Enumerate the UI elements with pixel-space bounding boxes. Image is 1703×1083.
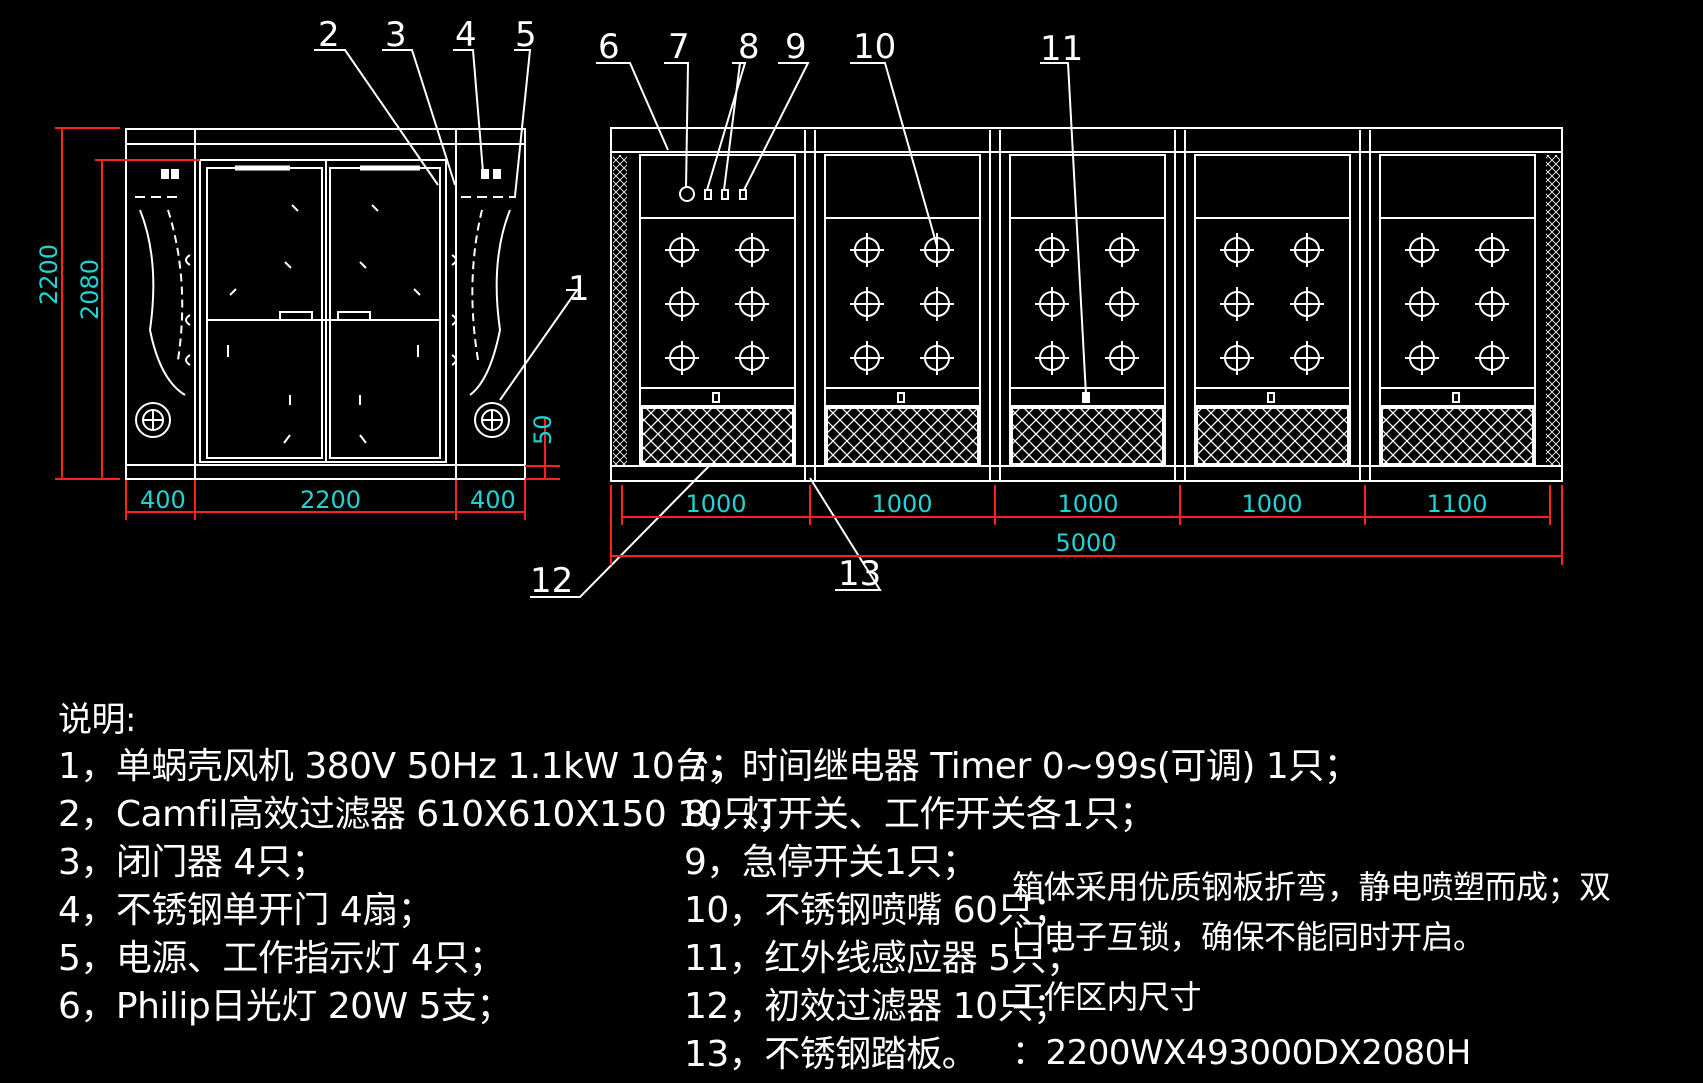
dimension-left-width: 400 [140, 486, 186, 514]
notes-title: 说明: [58, 700, 136, 740]
dimension-base-height: 50 [529, 414, 557, 445]
note-extra-3: 工作区内尺寸 [1012, 978, 1202, 1016]
callout-label: 13 [838, 554, 881, 594]
right-elevation-view [610, 127, 1563, 482]
dimension-segment-1: 1000 [685, 490, 746, 518]
module-2 [824, 130, 1001, 480]
dimension-segment-4: 1000 [1241, 490, 1302, 518]
callout-label: 11 [1040, 29, 1083, 69]
right-view-dimensions [610, 485, 1563, 565]
note-item-12: 12，初效过滤器 10只； [684, 986, 1069, 1027]
note-item-9: 9，急停开关1只； [684, 842, 978, 883]
callout-label: 5 [515, 15, 537, 55]
note-item-8: 8，灯开关、工作开关各1只； [684, 794, 1155, 835]
note-item-7: 7，时间继电器 Timer 0~99s(可调) 1只； [684, 746, 1360, 787]
dimension-door-height: 2080 [76, 259, 104, 320]
right-view-callouts [530, 62, 1087, 598]
note-extra-2: 门电子互锁，确保不能同时开启。 [1012, 918, 1485, 956]
callout-label: 8 [738, 27, 760, 67]
emergency-stop-icon [739, 189, 747, 200]
callout-label: 1 [568, 269, 590, 309]
right-view-dimension-text: 1000 1000 1000 1000 1100 5000 [685, 490, 1487, 557]
left-elevation-view [125, 128, 526, 480]
dimension-total-length: 5000 [1055, 529, 1116, 557]
dimension-total-height: 2200 [35, 244, 63, 305]
left-view-dimensions [55, 127, 560, 520]
note-item-6: 6，Philip日光灯 20W 5支； [58, 986, 512, 1027]
side-wall-hatch [1546, 155, 1560, 465]
note-item-2: 2，Camfil高效过滤器 610X610X150 10只； [58, 794, 794, 835]
left-view-dimension-text: 2200 2080 50 400 2200 400 [35, 244, 557, 514]
right-view-outer-frame [610, 127, 1563, 482]
note-item-4: 4，不锈钢单开门 4扇； [58, 890, 434, 931]
dimension-segment-3: 1000 [1057, 490, 1118, 518]
note-item-13: 13，不锈钢踏板。 [684, 1034, 978, 1075]
note-extra-4: ：2200WX493000DX2080H [1012, 1033, 1471, 1073]
callout-label: 10 [853, 27, 896, 67]
module-5 [1379, 154, 1536, 466]
double-door-frame [199, 159, 447, 463]
callout-label: 12 [530, 561, 573, 601]
dimension-right-width: 400 [470, 486, 516, 514]
note-item-10: 10，不锈钢喷嘴 60只； [684, 890, 1069, 931]
callout-label: 7 [668, 27, 690, 67]
note-item-11: 11，红外线感应器 5只； [684, 938, 1082, 979]
left-view-callouts [314, 49, 579, 401]
callout-label: 2 [318, 15, 340, 55]
module-4 [1194, 130, 1371, 480]
dimension-segment-5: 1100 [1426, 490, 1487, 518]
module-1 [639, 130, 816, 480]
dimension-center-width: 2200 [300, 486, 361, 514]
callout-label: 6 [598, 27, 620, 67]
module-3 [1009, 130, 1186, 480]
note-extra-1: 箱体采用优质钢板折弯，静电喷塑而成；双 [1012, 868, 1611, 906]
note-item-1: 1，单蜗壳风机 380V 50Hz 1.1kW 10台； [58, 746, 746, 787]
left-view-callout-labels: 2 3 4 5 1 [318, 15, 590, 309]
right-view-callout-labels: 6 7 8 9 10 11 12 13 [530, 27, 1083, 601]
dimension-segment-2: 1000 [871, 490, 932, 518]
callout-label: 9 [785, 27, 807, 67]
note-item-3: 3，闭门器 4只； [58, 842, 327, 883]
callout-label: 4 [455, 15, 477, 55]
callout-label: 3 [385, 15, 407, 55]
note-item-5: 5，电源、工作指示灯 4只； [58, 938, 505, 979]
left-view-outer-frame [125, 128, 526, 480]
side-wall-hatch [613, 155, 627, 465]
